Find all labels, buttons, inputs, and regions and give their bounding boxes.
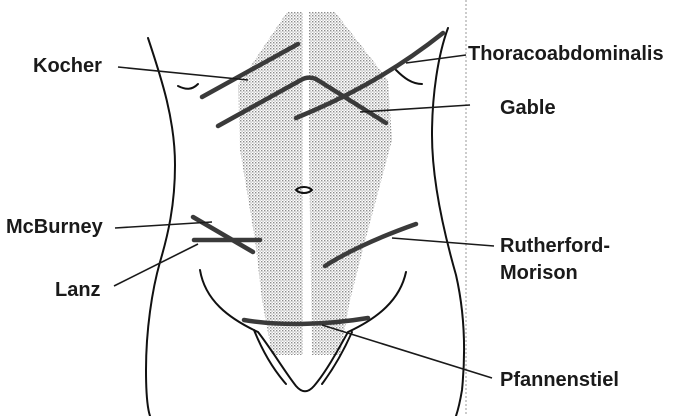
- kocher-leader: [118, 67, 248, 80]
- label-pfannenstiel: Pfannenstiel: [500, 369, 619, 391]
- label-rutherford-morison-line1: Rutherford-: [500, 235, 610, 257]
- torso-right-outline: [432, 28, 464, 416]
- label-kocher: Kocher: [33, 55, 102, 77]
- label-gable: Gable: [500, 97, 556, 119]
- rutherford-morison-leader: [392, 238, 494, 246]
- label-thoracoabdominalis: Thoracoabdominalis: [468, 43, 664, 65]
- chest-right-stroke: [396, 70, 422, 84]
- torso-left-outline: [146, 38, 175, 416]
- label-rutherford-morison-line2: Morison: [500, 262, 578, 284]
- label-mcburney: McBurney: [6, 216, 104, 238]
- label-lanz: Lanz: [55, 279, 101, 301]
- chest-left-stroke: [178, 84, 198, 89]
- mcburney-leader: [115, 222, 212, 228]
